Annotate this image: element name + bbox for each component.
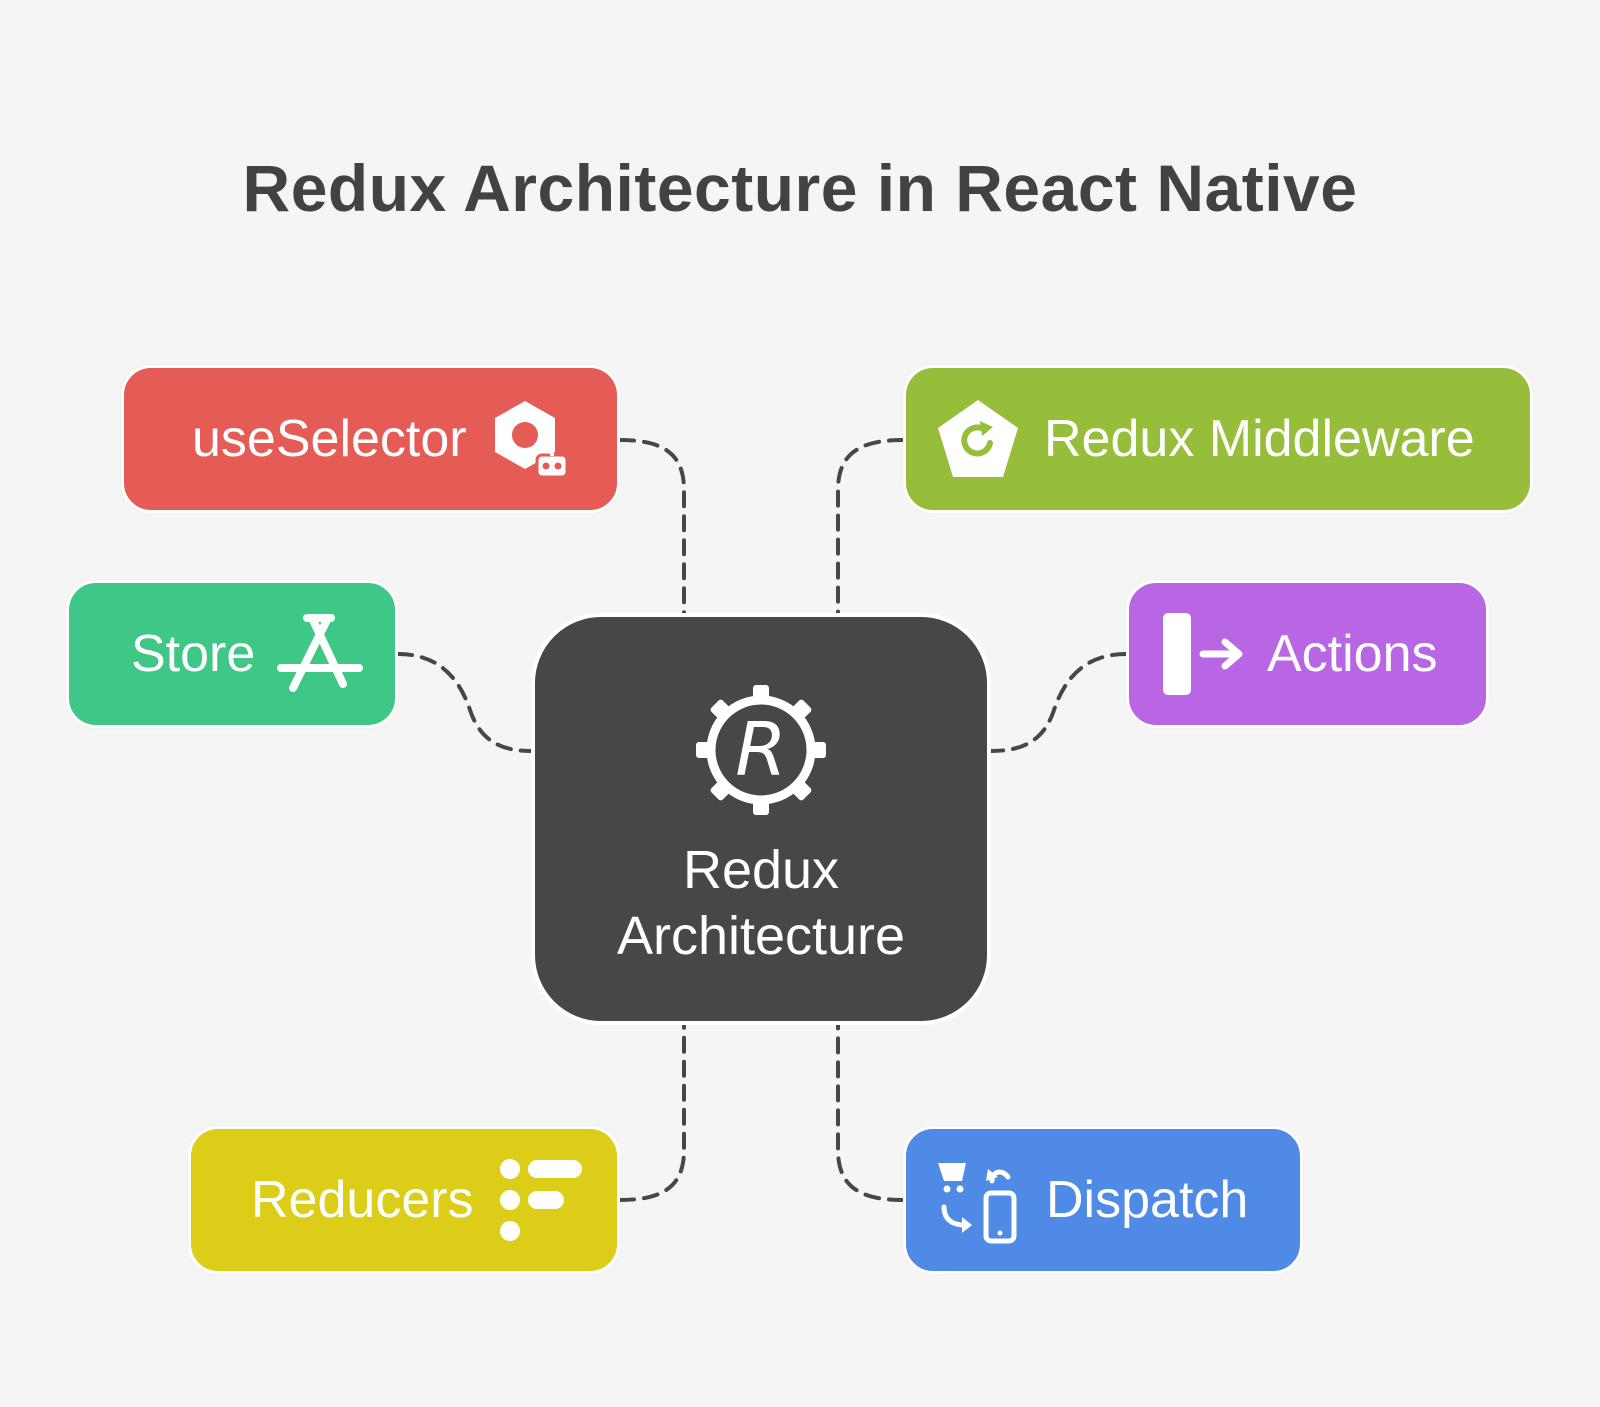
center-label-line2: Architecture xyxy=(616,906,906,966)
connector-redux-middleware xyxy=(836,438,905,615)
diagram-title: Redux Architecture in React Native xyxy=(242,151,1358,225)
node-dispatch: Dispatch xyxy=(903,1126,1303,1274)
node-reducers: Reducers xyxy=(188,1126,620,1274)
hexagon-robot-icon xyxy=(494,401,569,479)
dispatch-label: Dispatch xyxy=(1046,1171,1249,1229)
list-dots-icon xyxy=(499,1159,582,1241)
useselector-label: useSelector xyxy=(192,410,467,468)
reducers-label: Reducers xyxy=(251,1171,474,1229)
connector-store xyxy=(396,652,533,753)
center-label-line1: Redux xyxy=(682,840,840,900)
center-redux-architecture: R Redux Architecture xyxy=(531,613,991,1025)
actions-label: Actions xyxy=(1267,625,1438,683)
store-label: Store xyxy=(131,625,256,683)
connector-reducers xyxy=(618,1023,686,1202)
center-label: Redux Architecture xyxy=(617,837,905,969)
redux-middleware-label: Redux Middleware xyxy=(1044,410,1475,468)
bar-arrow-icon xyxy=(1163,613,1243,695)
node-useselector: useSelector xyxy=(121,365,620,513)
cart-phone-exchange-icon xyxy=(938,1163,1017,1244)
connector-dispatch xyxy=(836,1023,905,1202)
svg-text:R: R xyxy=(735,707,786,793)
node-store: Store xyxy=(66,580,398,728)
redux-gear-icon: R xyxy=(696,685,826,815)
node-actions: Actions xyxy=(1126,580,1489,728)
connector-useselector xyxy=(618,438,686,615)
app-store-icon xyxy=(277,614,364,692)
connector-actions xyxy=(989,652,1128,753)
node-redux-middleware: Redux Middleware xyxy=(903,365,1533,513)
pentagon-refresh-icon xyxy=(938,400,1018,477)
